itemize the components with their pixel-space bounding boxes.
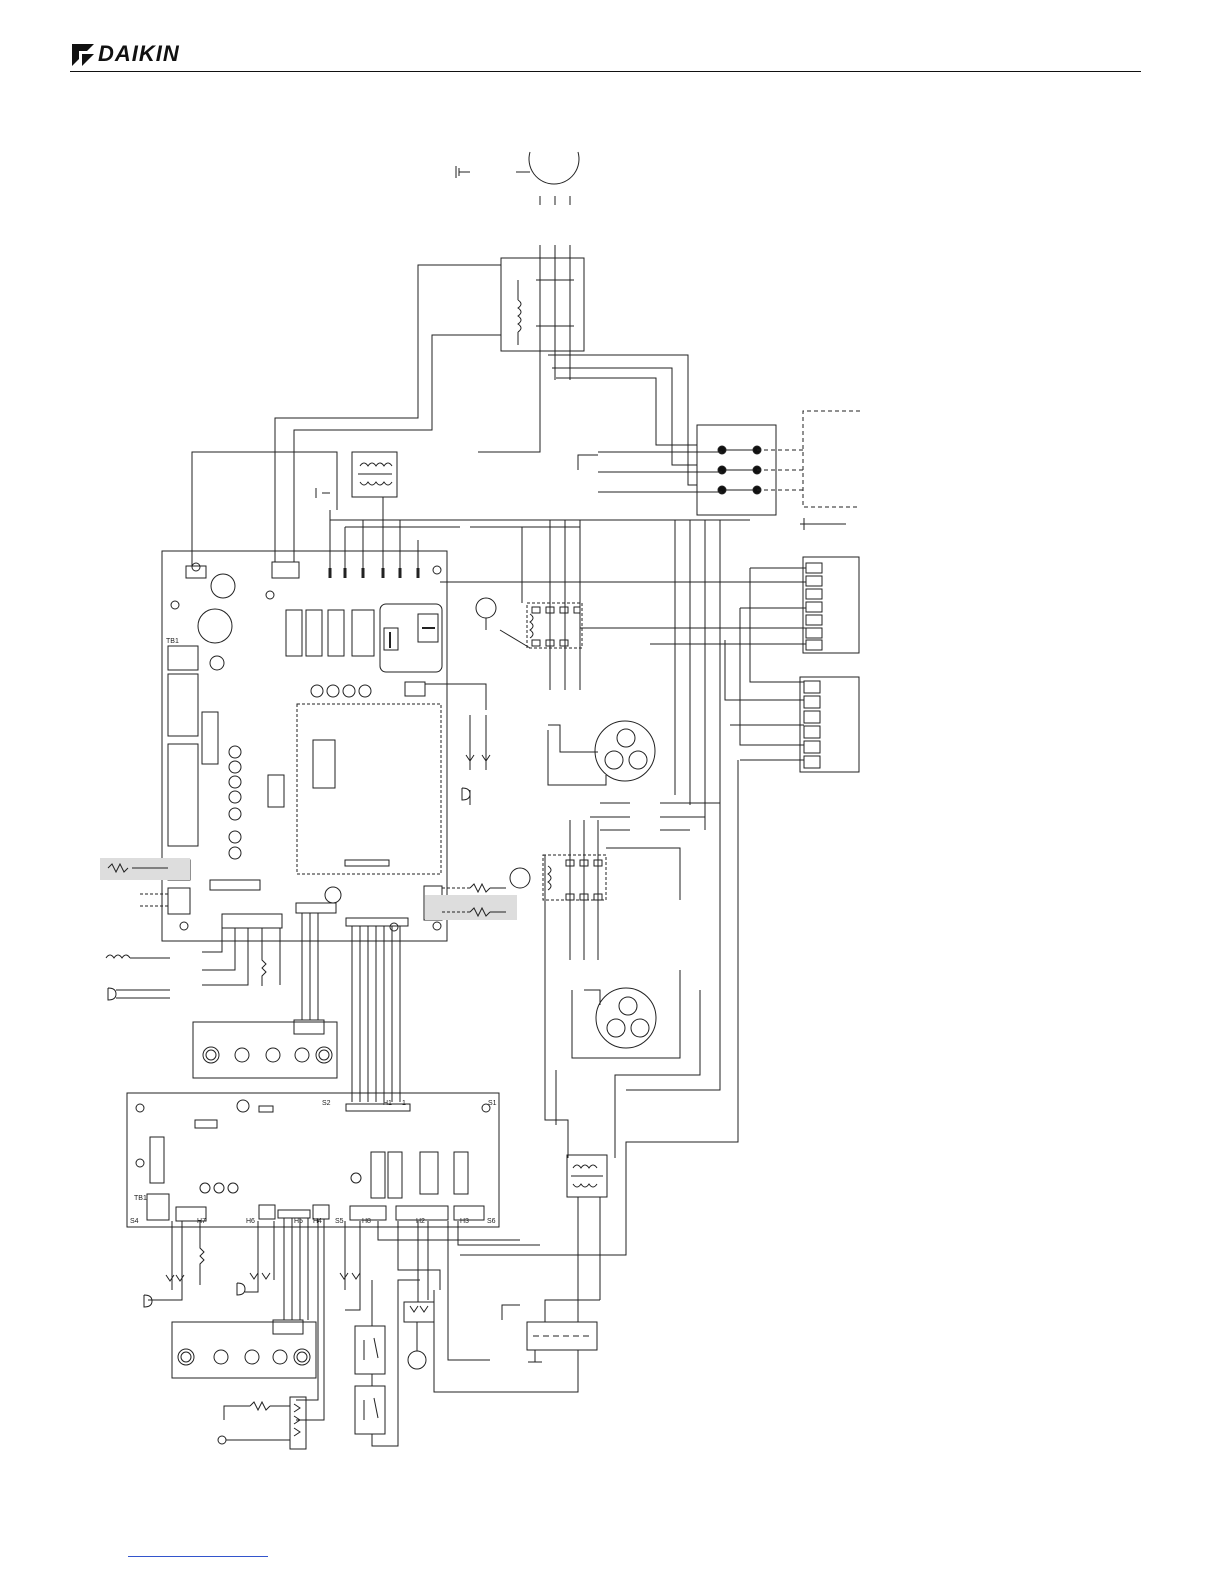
- terminal-strip-bottom-left: [218, 1397, 306, 1449]
- contactor-mid-upper: [470, 520, 582, 690]
- motor-mid-upper: [548, 721, 655, 785]
- lower-h6-label: H6: [246, 1218, 255, 1225]
- vertical-feeders: [460, 760, 738, 1255]
- lower-h3-label: H3: [460, 1218, 469, 1225]
- control-wiring-top: [192, 265, 688, 540]
- ground-icon: [456, 166, 470, 178]
- contactor-mid-lower: [510, 803, 720, 960]
- transformer-lower: [567, 1155, 607, 1300]
- right-connector-upper: [440, 557, 859, 653]
- lower-h8-label: H8: [362, 1218, 371, 1225]
- lower-board-wiring: [144, 1218, 540, 1420]
- switch-stack-bottom: [355, 1280, 434, 1446]
- display-panel-lower: [172, 1320, 316, 1378]
- lower-s1-label: S1: [488, 1100, 497, 1107]
- footer-link-underline: [128, 1556, 268, 1557]
- right-connector-lower: [725, 568, 859, 772]
- motor-mid-lower: [572, 970, 680, 1058]
- lower-s4-label: S4: [130, 1218, 139, 1225]
- transformer-upper: [316, 452, 397, 498]
- lower-h5-label: H5: [294, 1218, 303, 1225]
- lower-h1-label: H1: [383, 1100, 392, 1107]
- control-board-upper: [162, 497, 486, 941]
- ground-terminal-bottom: [434, 1290, 600, 1392]
- lower-s6-label: S6: [487, 1218, 496, 1225]
- ribbon-cable: [352, 926, 400, 1102]
- sensor-probe-upper: [462, 715, 490, 805]
- lower-tb1-label: TB1: [134, 1195, 147, 1202]
- lower-one-label: 1: [402, 1100, 406, 1107]
- disconnect-block: [697, 411, 860, 530]
- lower-h7-label: H7: [197, 1218, 206, 1225]
- motor-top: [516, 152, 579, 205]
- lower-s2-label: S2: [322, 1100, 331, 1107]
- contactor-top: [501, 245, 584, 380]
- lower-h2-label: H2: [416, 1218, 425, 1225]
- lower-s5-label: S5: [335, 1218, 344, 1225]
- upper-board-right-inputs: [425, 884, 517, 920]
- display-panel-upper: [193, 913, 337, 1078]
- control-board-lower: [127, 1093, 499, 1227]
- upper-tb1-label: TB1: [166, 638, 179, 645]
- upper-board-left-sensors: [100, 858, 280, 1000]
